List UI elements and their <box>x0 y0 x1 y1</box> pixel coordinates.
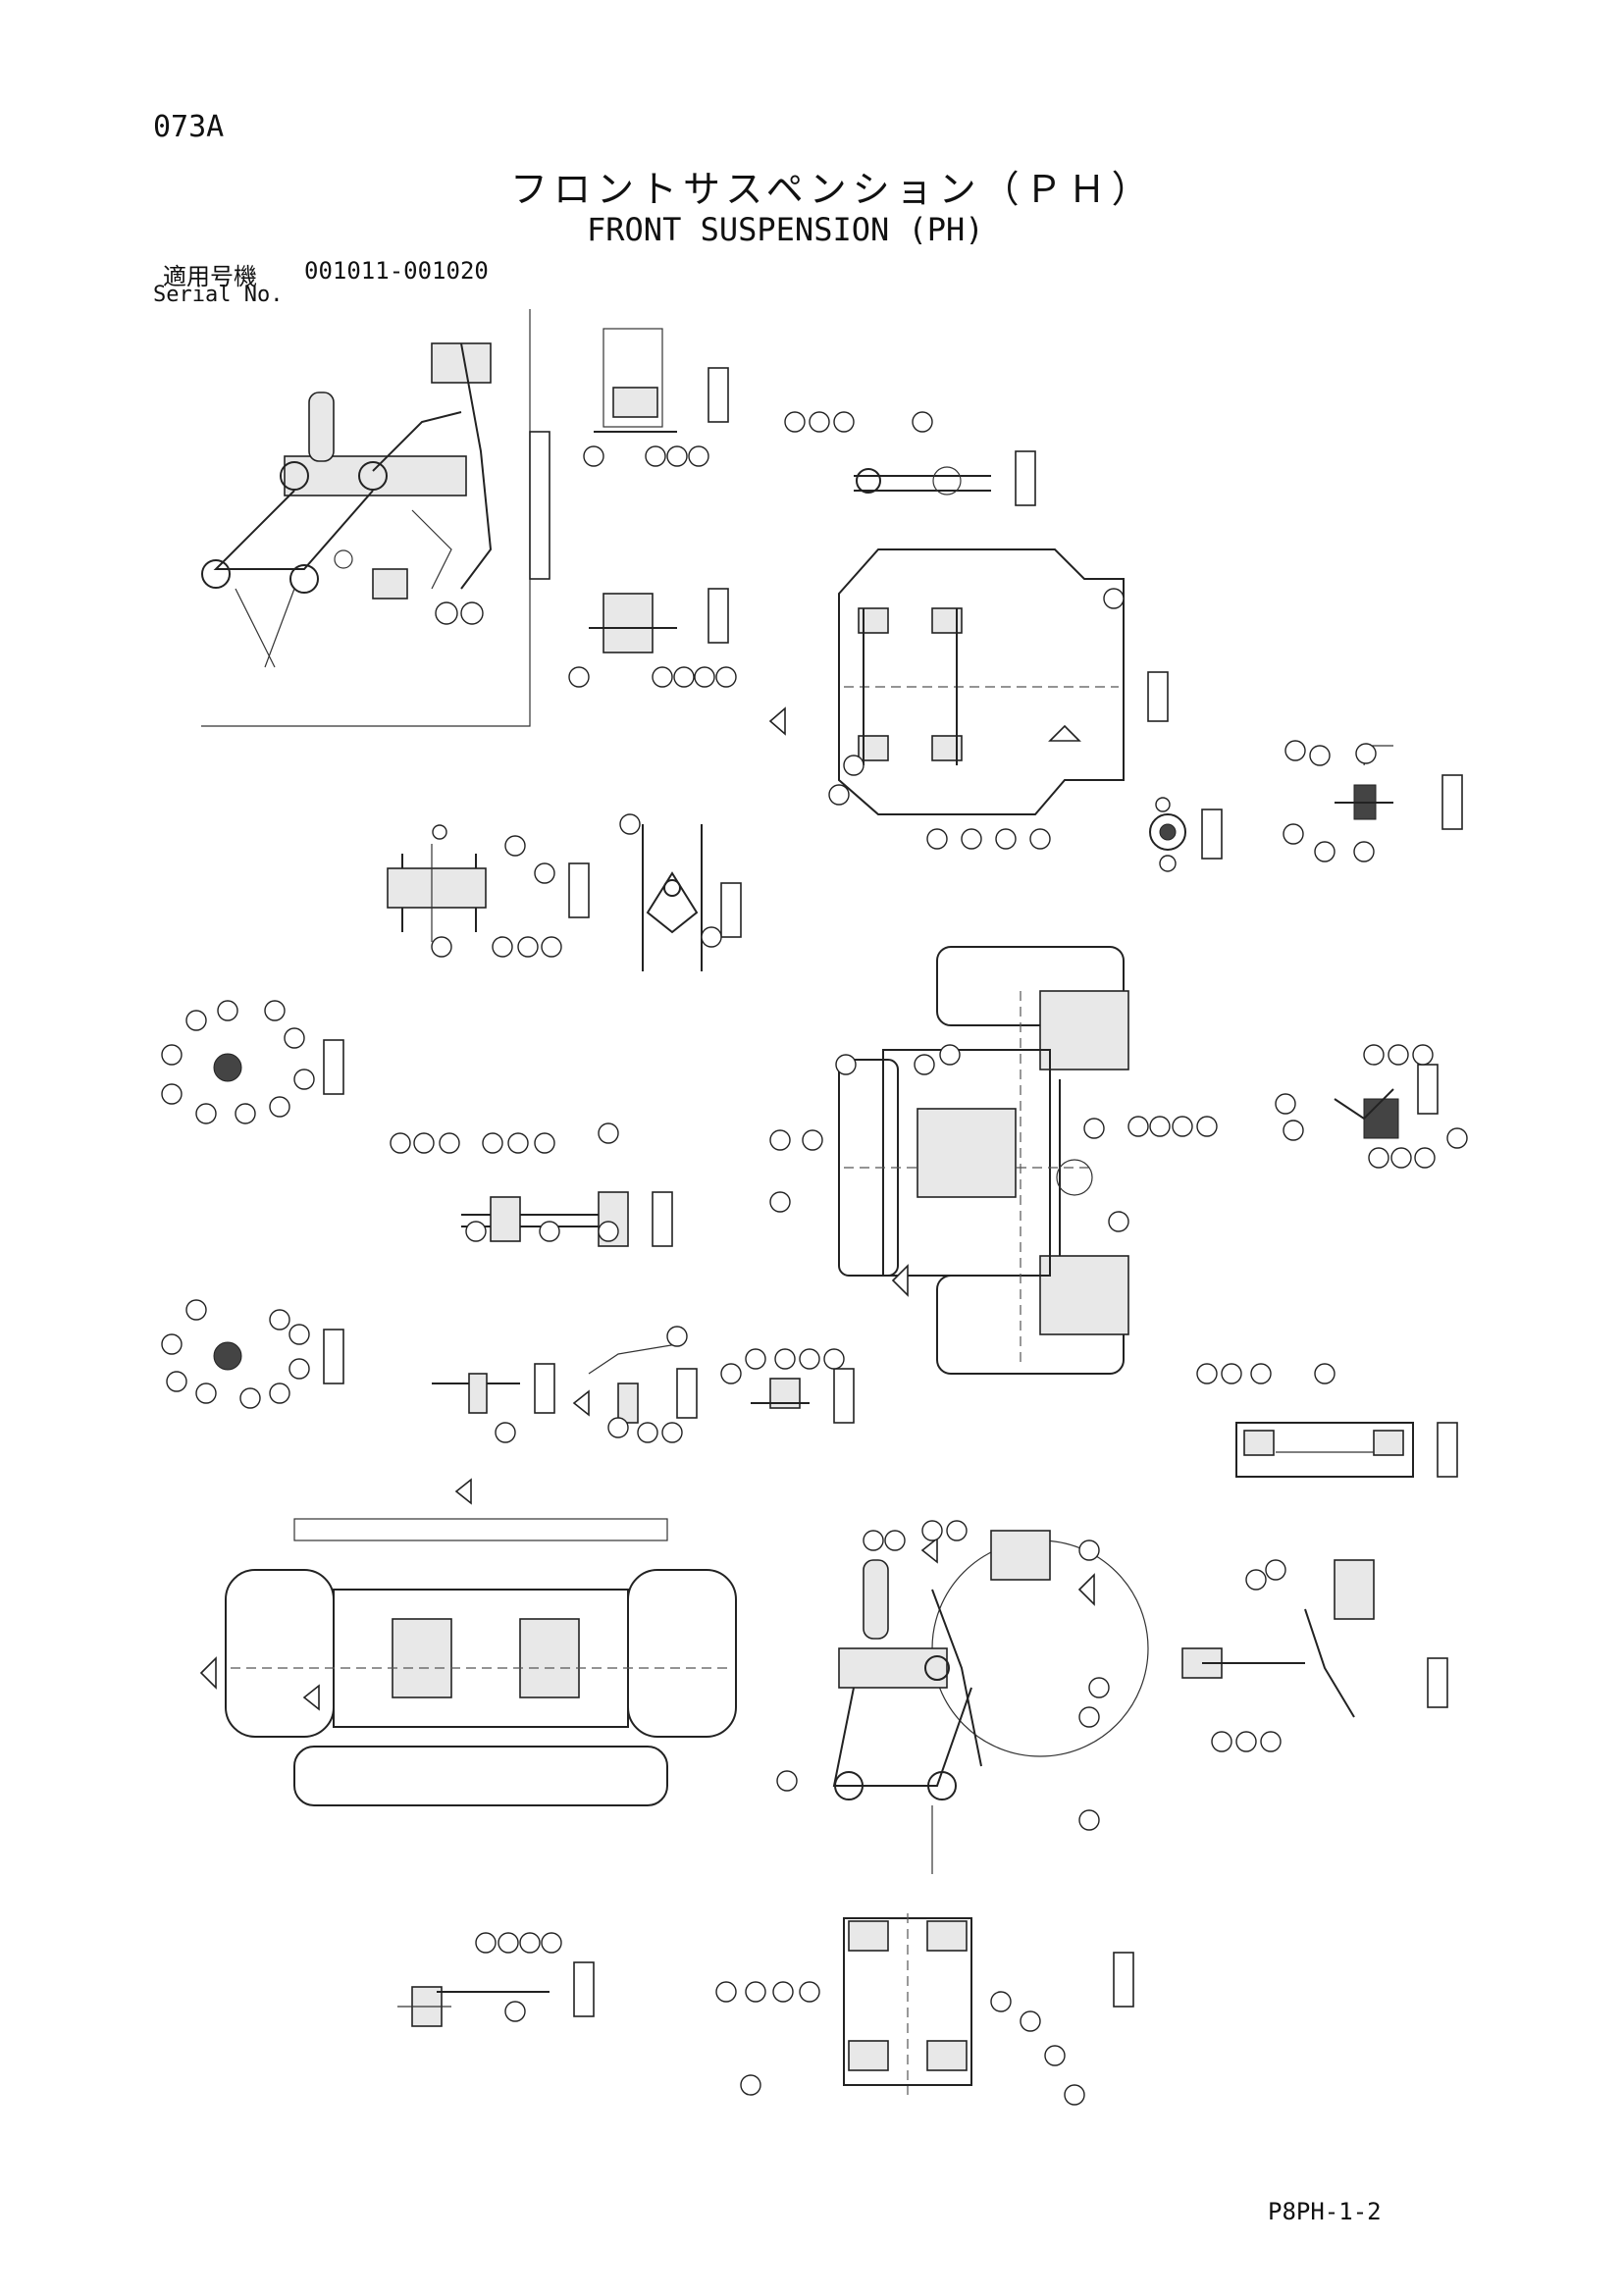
view-section-j <box>1149 797 1223 872</box>
serial-label-japanese: 適用号機 <box>163 263 257 290</box>
view-frame-top <box>768 548 1169 850</box>
title-japanese: フロントサスペンション（ＰＨ） <box>510 168 1155 211</box>
page-code: 073A <box>153 110 225 144</box>
view-section-l <box>568 588 737 688</box>
view-section-p <box>583 328 729 467</box>
serial-label-english: Serial No. <box>153 283 284 307</box>
view-section-f <box>161 1299 344 1409</box>
view-suspension-arm-side <box>201 309 550 727</box>
view-section-b <box>619 813 742 971</box>
view-section-j-bracket <box>1275 1044 1468 1169</box>
view-section-row-center <box>432 1326 855 1443</box>
view-section-h <box>390 1122 673 1247</box>
view-section-q <box>387 824 590 958</box>
view-section-c <box>784 411 1036 506</box>
title-english: FRONT SUSPENSION (PH) <box>587 211 984 248</box>
view-section-e <box>1196 1363 1458 1478</box>
sheet-code: P8PH-1-2 <box>1268 2198 1382 2225</box>
serial-range: 001011-001020 <box>304 257 489 285</box>
view-section-i <box>1181 1559 1448 1752</box>
view-front-axle-plan <box>199 1478 737 1806</box>
view-suspension-side-wheel <box>776 1520 1149 1874</box>
view-section-g <box>161 1000 344 1124</box>
view-section-a <box>715 1913 1134 2106</box>
view-section-o <box>397 1932 595 2027</box>
view-main-frame-plan <box>769 946 1218 1375</box>
view-section-k <box>1283 740 1463 862</box>
